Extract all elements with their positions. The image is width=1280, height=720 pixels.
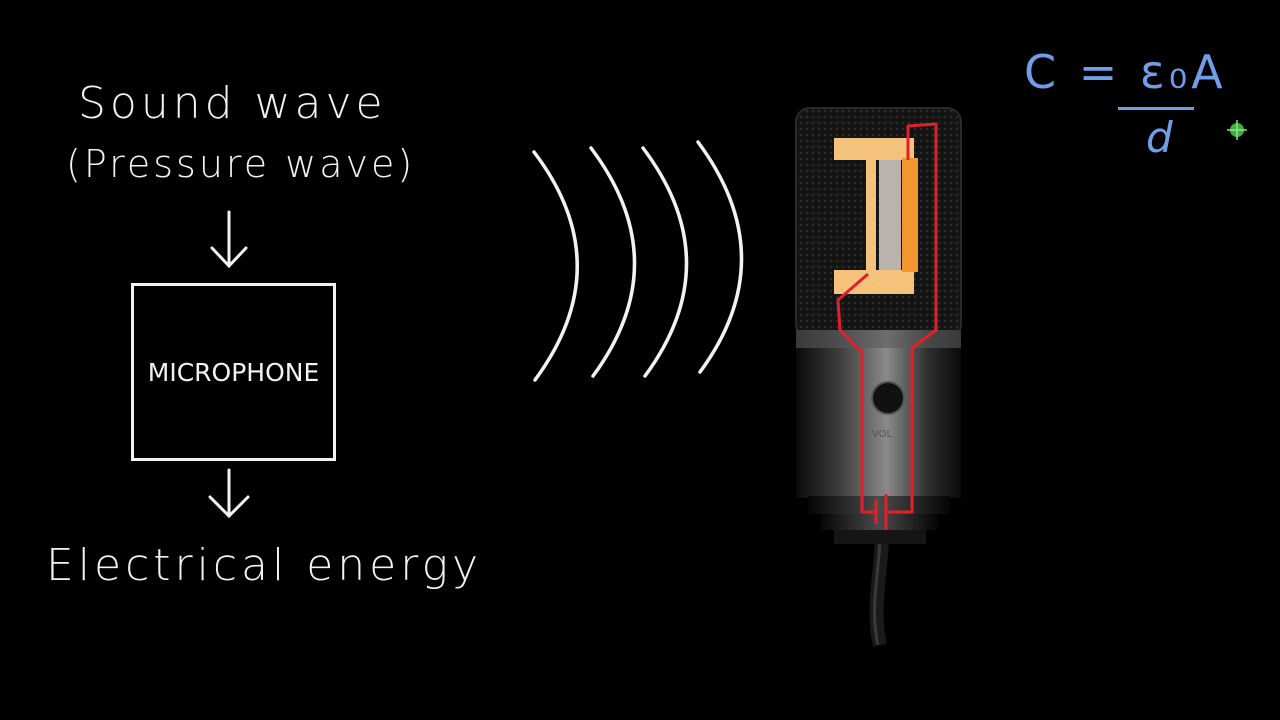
pen-cursor-icon [1227,120,1247,140]
microphone-box: MICROPHONE [131,283,336,461]
heading-pressure-wave: (Pressure wave) [66,142,416,186]
output-label: Electrical energy [46,540,483,591]
svg-text:VOL: VOL [872,429,893,440]
fraction-bar [1118,107,1194,110]
microphone-box-label: MICROPHONE [147,357,320,387]
arrow-down-icon [210,210,248,269]
arrow-down-icon [208,468,250,519]
formula-numerator: C = ε₀A [1024,45,1227,99]
heading-sound-wave: Sound wave [78,78,387,129]
formula-denominator: d [1146,113,1173,162]
capacitance-formula: C = ε₀A d [1020,45,1223,175]
capacitor-diagram [834,122,938,530]
sound-wave-arcs [532,140,744,382]
